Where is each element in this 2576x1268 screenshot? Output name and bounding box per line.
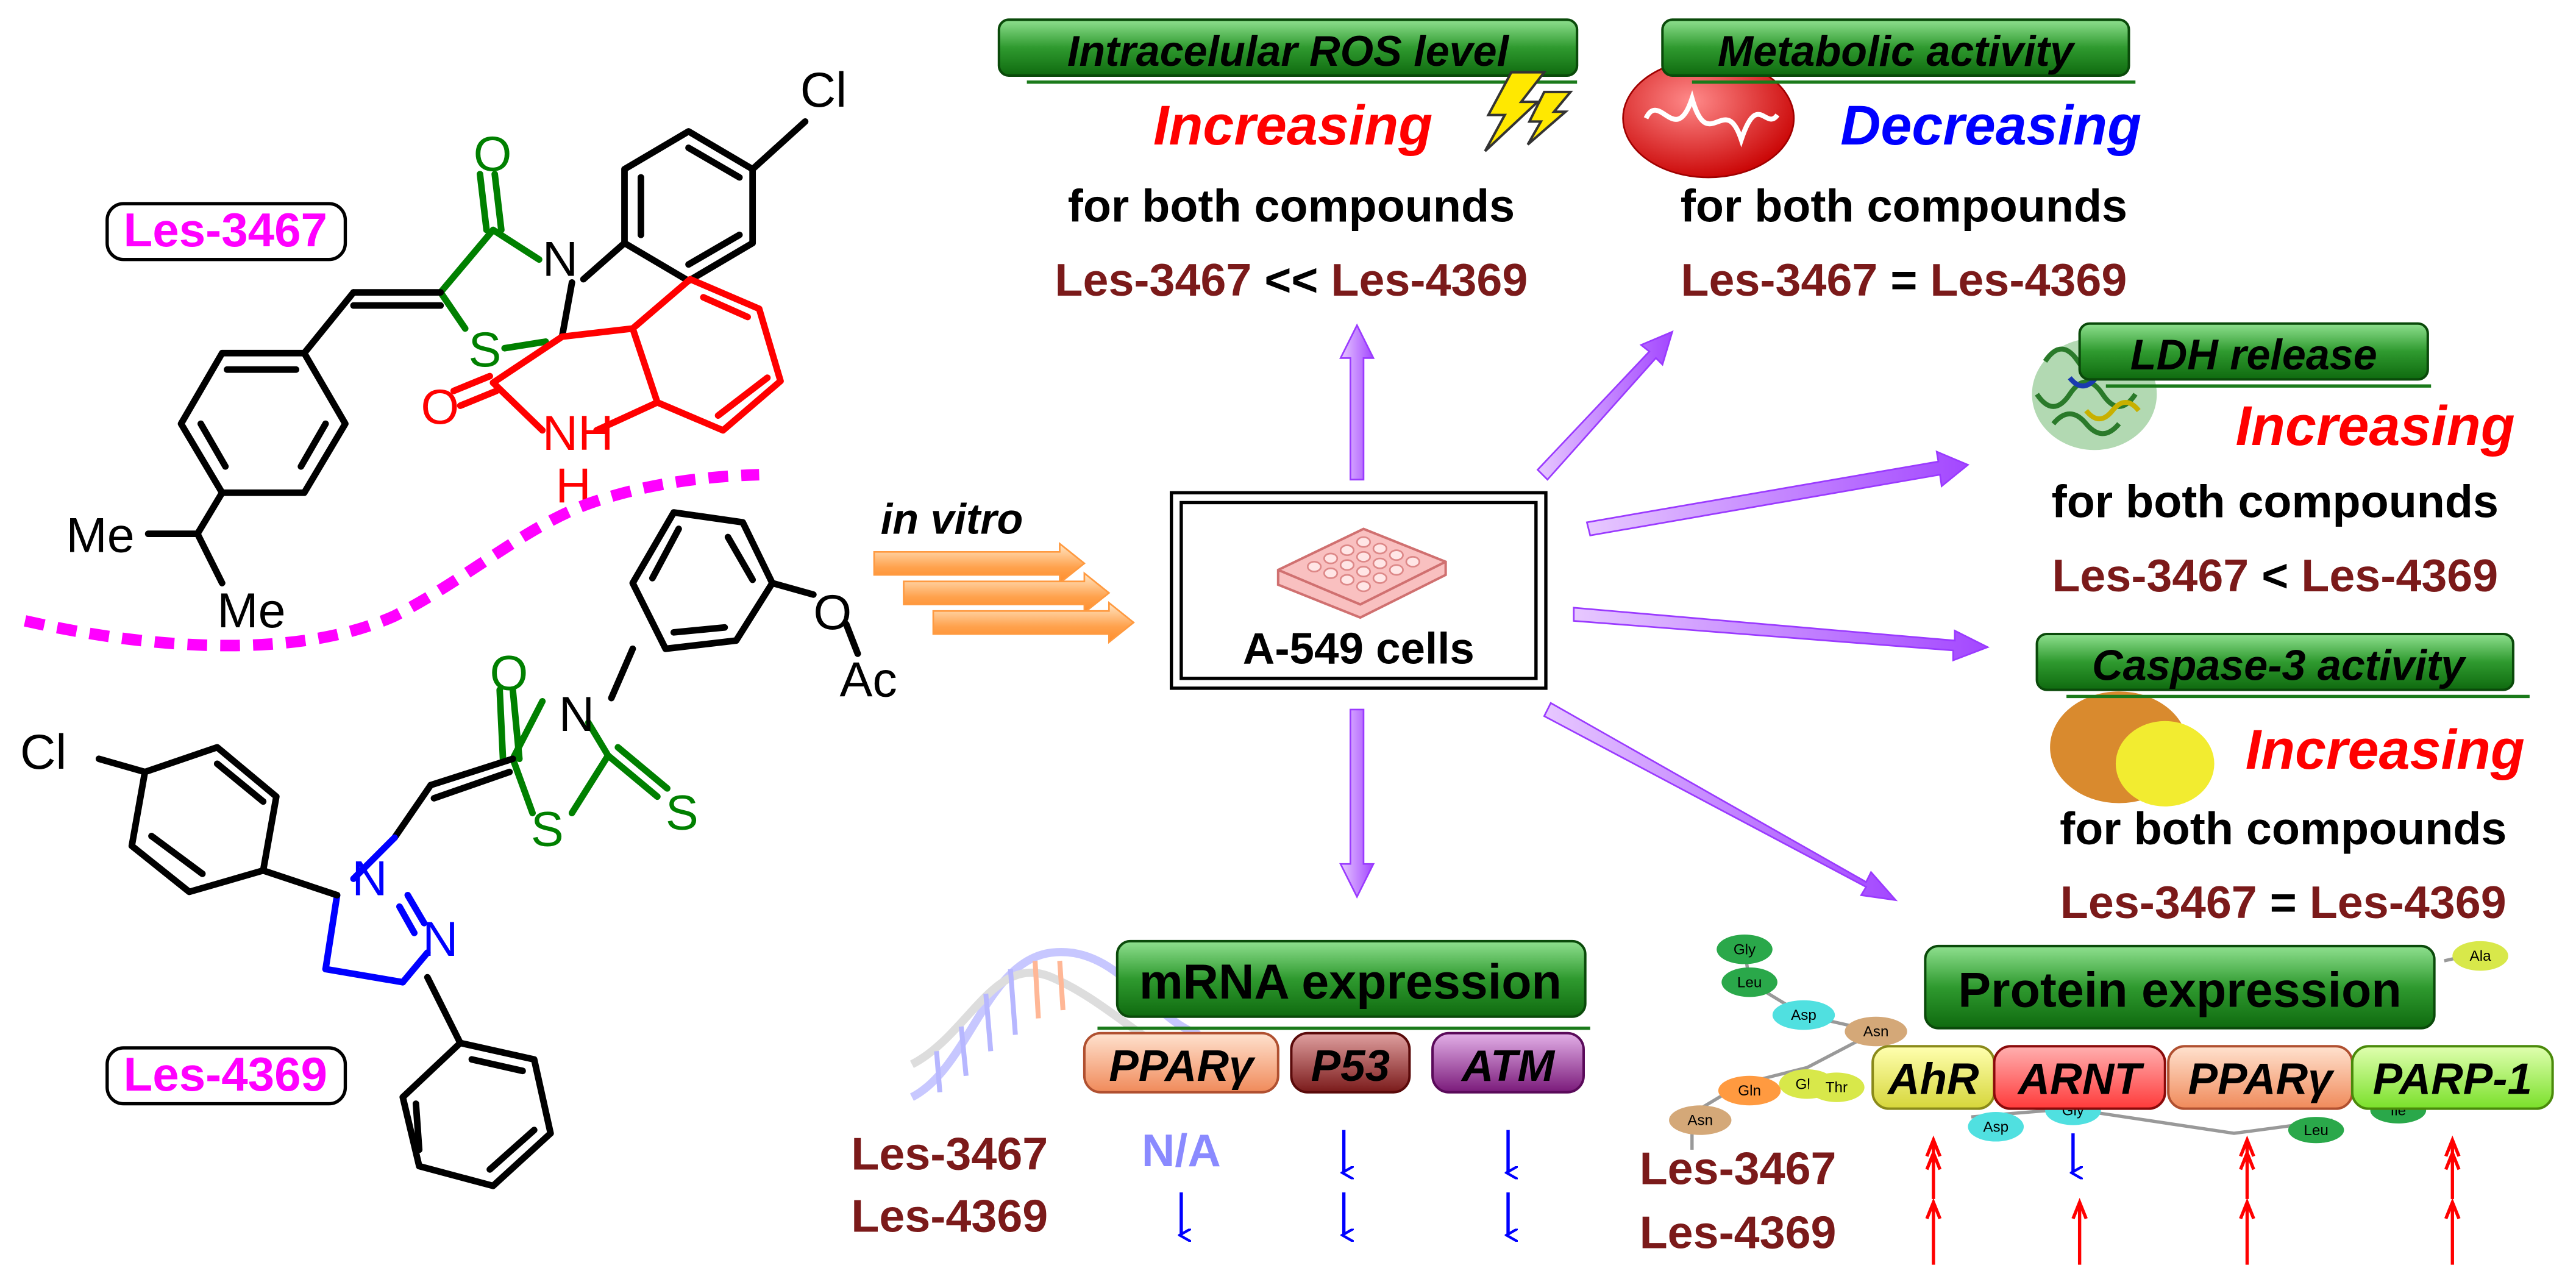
- panel-metabolic: Metabolic activity Decreasing for both c…: [1622, 18, 2141, 305]
- protein-gene-parp1: PARP-1: [2373, 1054, 2532, 1103]
- mrna-gene-p53: P53: [1311, 1041, 1390, 1091]
- amino-acid-chain-icon: Gly Leu Asp Asn Glu Ala Gln Thr Asn Asp …: [1669, 935, 2508, 1150]
- panel-caspase: Caspase-3 activity Increasing for both c…: [2035, 632, 2530, 928]
- caspase-title: Caspase-3 activity: [2092, 641, 2466, 689]
- label-les-4369: Les-4369: [105, 1046, 347, 1106]
- ldh-comparison: Les-3467 < Les-4369: [2052, 550, 2498, 601]
- svg-text:Asn: Asn: [1687, 1113, 1713, 1129]
- panel-protein: Gly Leu Asp Asn Glu Ala Gln Thr Asn Asp …: [1640, 935, 2554, 1265]
- mrna-row-les-3467: Les-3467: [851, 1128, 1048, 1179]
- ldh-title: LDH release: [2130, 331, 2377, 379]
- atom-n: N: [422, 912, 458, 967]
- mrna-gene-atm: ATM: [1461, 1041, 1556, 1091]
- metabolic-title: Metabolic activity: [1718, 27, 2076, 75]
- svg-text:Ala: Ala: [2470, 948, 2492, 964]
- metabolic-subtitle: for both compounds: [1681, 180, 2127, 232]
- structure-les-3467: O N S O NH H Cl Me Me: [66, 63, 847, 638]
- separator-line: [23, 469, 760, 652]
- mrna-gene-ppar: PPARγ: [1109, 1041, 1256, 1091]
- metabolic-comparison: Les-3467 = Les-4369: [1681, 254, 2127, 305]
- ros-comparison: Les-3467 << Les-4369: [1055, 254, 1528, 305]
- atom-nh: NH: [543, 406, 614, 461]
- svg-text:Asn: Asn: [1863, 1024, 1889, 1040]
- in-vitro-arrows: [873, 542, 1135, 644]
- ros-subtitle: for both compounds: [1068, 180, 1515, 232]
- atom-o: O: [421, 380, 459, 435]
- protein-gene-ahr: AhR: [1887, 1054, 1979, 1103]
- atom-cl: Cl: [20, 725, 66, 780]
- protein-gene-arnt: ARNT: [2017, 1054, 2145, 1103]
- panel-ros: Intracelular ROS level Increasing for bo…: [997, 18, 1579, 305]
- atom-s: S: [666, 786, 699, 841]
- atom-me: Me: [66, 508, 134, 563]
- cell-culture-plate-icon: [1276, 527, 1447, 619]
- protein-up-arrows: [1925, 1135, 2461, 1265]
- lightning-icon: [1484, 71, 1573, 152]
- structure-les-4369: O N S S N N O Ac Cl: [20, 509, 897, 1189]
- atom-n: N: [559, 687, 594, 742]
- protein-row-les-4369: Les-4369: [1640, 1207, 1837, 1258]
- cells-box: A-549 cells: [1170, 491, 1548, 690]
- atom-me: Me: [217, 583, 285, 638]
- protein-row-les-3467: Les-3467: [1640, 1143, 1837, 1194]
- svg-text:Les-4369: Les-4369: [124, 1047, 327, 1101]
- svg-text:Gly: Gly: [1734, 941, 1756, 958]
- panel-ldh: LDH release Increasing for both compound…: [2032, 322, 2515, 601]
- ros-effect: Increasing: [1153, 94, 1432, 157]
- atom-o: O: [474, 127, 512, 182]
- metabolic-effect: Decreasing: [1840, 94, 2141, 157]
- ros-title: Intracelular ROS level: [1067, 27, 1510, 75]
- atom-o: O: [490, 646, 528, 701]
- svg-text:Gln: Gln: [1738, 1083, 1761, 1099]
- svg-text:Thr: Thr: [1826, 1080, 1848, 1096]
- svg-text:Asp: Asp: [1791, 1007, 1816, 1024]
- svg-text:Leu: Leu: [2304, 1122, 2328, 1139]
- ldh-subtitle: for both compounds: [2052, 476, 2499, 527]
- mrna-title: mRNA expression: [1139, 955, 1562, 1010]
- ldh-effect: Increasing: [2236, 395, 2515, 457]
- svg-text:Leu: Leu: [1737, 974, 1762, 991]
- atom-n: N: [352, 851, 387, 906]
- atom-ac: Ac: [839, 652, 897, 707]
- atom-o: O: [813, 585, 852, 640]
- cells-label: A-549 cells: [1243, 624, 1475, 673]
- caspase-effect: Increasing: [2246, 719, 2525, 781]
- svg-text:Les-3467: Les-3467: [124, 203, 327, 257]
- svg-text:Asp: Asp: [1983, 1119, 2008, 1135]
- caspase-comparison: Les-3467 = Les-4369: [2060, 877, 2507, 928]
- mrna-row-les-4369: Les-4369: [851, 1191, 1048, 1242]
- protein-title: Protein expression: [1958, 963, 2402, 1018]
- mitochondrion-icon: [1622, 58, 1795, 179]
- atom-cl: Cl: [800, 63, 847, 118]
- enzyme-icon: [2050, 691, 2215, 807]
- atom-n: N: [543, 232, 578, 287]
- atom-s: S: [469, 322, 502, 377]
- caspase-subtitle: for both compounds: [2060, 803, 2507, 854]
- flow-arrows: [1339, 323, 1990, 902]
- protein-gene-ppar: PPARγ: [2188, 1054, 2335, 1103]
- label-les-3467: Les-3467: [105, 202, 347, 262]
- panel-mrna: mRNA expression PPARγ P53 ATM Les-3467 L…: [851, 939, 1590, 1242]
- in-vitro-label: in vitro: [881, 496, 1023, 543]
- mrna-down-arrows: [1181, 1130, 1508, 1235]
- atom-s: S: [531, 802, 564, 857]
- mrna-na: N/A: [1142, 1125, 1221, 1176]
